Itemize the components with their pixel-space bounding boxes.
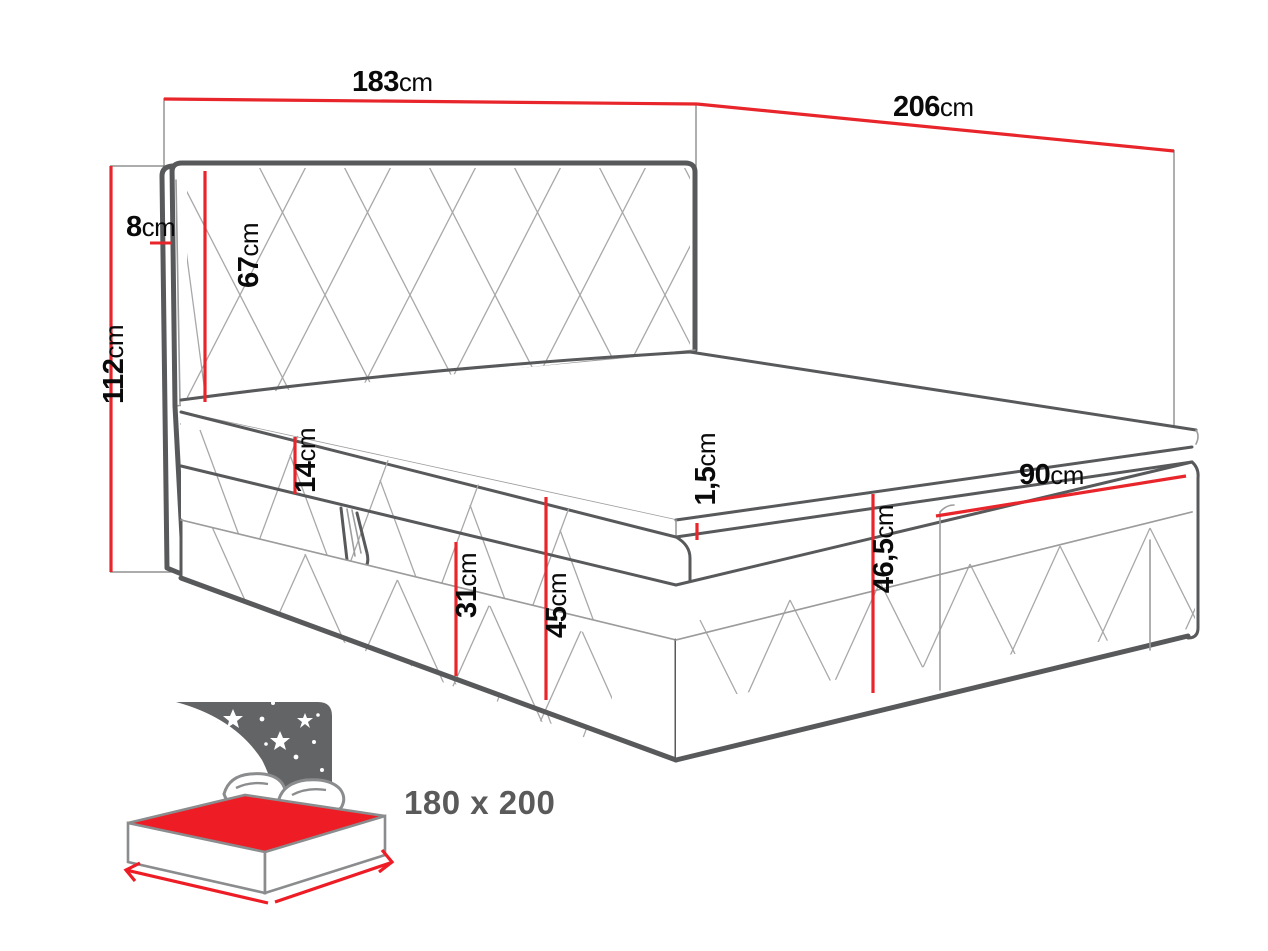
dimension-unit-112: cm	[99, 325, 129, 359]
dimension-label-31: 31cm	[451, 553, 483, 618]
bed-box-front-lower	[178, 518, 679, 763]
dimension-line-206	[696, 102, 1175, 153]
dimension-unit-206: cm	[939, 92, 974, 122]
mattress-dimension-arrows	[123, 848, 395, 905]
dimension-value-31: 31	[451, 586, 483, 618]
dimension-unit-46-5: cm	[869, 505, 899, 539]
dimension-label-206: 206cm	[893, 93, 974, 122]
dimension-value-90: 90	[1019, 459, 1051, 491]
dimension-line-90	[935, 474, 1187, 518]
dimension-unit-14: cm	[291, 428, 321, 462]
headboard	[159, 160, 698, 578]
mattress-size-label: 180 x 200	[404, 784, 556, 821]
dimension-value-8: 8	[126, 211, 142, 243]
dimension-value-67: 67	[233, 256, 265, 288]
dimension-value-112: 112	[98, 358, 130, 404]
dimension-value-1-5: 1,5	[690, 466, 722, 506]
dimension-unit-31: cm	[452, 553, 482, 587]
dimension-label-46-5: 46,5cm	[868, 505, 900, 594]
mattress-size-icon	[123, 701, 395, 905]
dimension-label-112: 112cm	[98, 325, 130, 404]
dimension-value-46-5: 46,5	[868, 538, 900, 594]
dimension-value-14: 14	[290, 461, 322, 493]
dimension-label-8: 8cm	[126, 211, 176, 243]
dimension-unit-45: cm	[542, 573, 572, 607]
dimension-label-45: 45cm	[541, 573, 573, 638]
dimension-label-90: 90cm	[1019, 461, 1084, 490]
dimension-lines	[109, 97, 1187, 700]
dimension-unit-183: cm	[398, 67, 433, 97]
bed-box-front-upper	[179, 429, 678, 748]
dimension-label-183: 183cm	[352, 68, 433, 97]
dimension-label-67: 67cm	[233, 223, 265, 288]
dimension-unit-1-5: cm	[691, 433, 721, 467]
dimension-value-183: 183	[352, 66, 399, 98]
dimension-unit-67: cm	[234, 223, 264, 257]
mattress-block	[126, 793, 387, 895]
dimension-value-206: 206	[893, 91, 940, 123]
dimension-label-1-5: 1,5cm	[690, 433, 722, 506]
dimension-label-14: 14cm	[290, 428, 322, 493]
dimension-unit-8: cm	[141, 212, 176, 242]
headboard-quilting	[187, 168, 690, 404]
dimension-unit-90: cm	[1050, 460, 1084, 490]
dimension-value-45: 45	[541, 606, 573, 638]
dimension-line-183	[163, 97, 698, 106]
